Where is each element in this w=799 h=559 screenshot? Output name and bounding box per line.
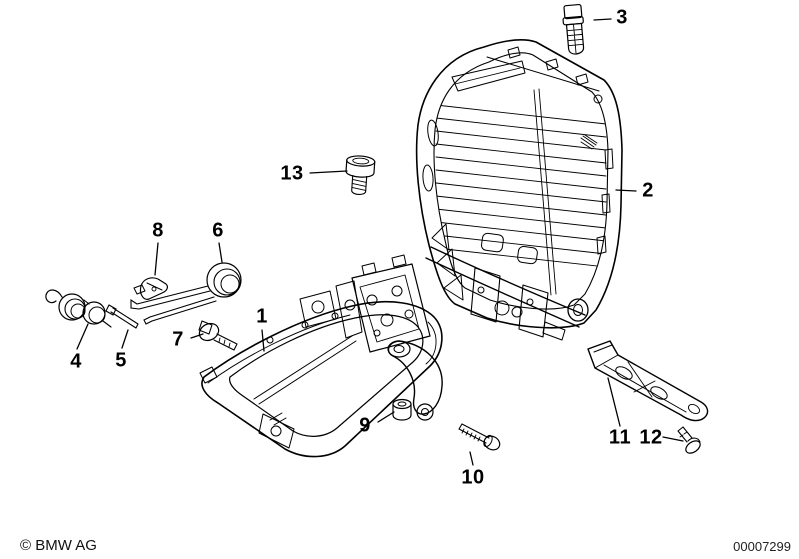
drawing-number: 00007299 — [733, 539, 791, 554]
spacer-bushing-part-9 — [392, 398, 412, 421]
callout-7: 7 — [172, 328, 184, 351]
screw-part-7 — [198, 320, 238, 351]
seat-frame-part-1 — [199, 254, 443, 458]
backrest-frame-part-2 — [415, 39, 623, 341]
headrest-guide-bolt-part-3 — [562, 3, 585, 55]
callout-13: 13 — [280, 162, 304, 185]
callout-2: 2 — [642, 179, 654, 202]
callout-10: 10 — [461, 466, 485, 489]
callout-4: 4 — [70, 350, 82, 373]
callout-8: 8 — [152, 219, 164, 242]
return-spring-part-4 — [45, 289, 112, 328]
screw-part-12 — [677, 426, 701, 454]
trim-lever-part-11 — [587, 340, 709, 422]
cap-screw-part-13 — [345, 155, 376, 196]
copyright-notice: © BMW AG — [20, 537, 97, 554]
callout-3: 3 — [616, 6, 628, 29]
retaining-clip-part-8 — [133, 277, 168, 300]
bolt-part-10 — [458, 423, 501, 451]
torsion-spring-part-6 — [130, 262, 242, 325]
callout-1: 1 — [256, 305, 268, 328]
pin-part-5 — [105, 304, 139, 329]
callout-5: 5 — [115, 349, 127, 372]
callout-6: 6 — [212, 219, 224, 242]
callout-12: 12 — [639, 426, 663, 449]
callout-leader-lines — [76, 18, 684, 466]
callout-11: 11 — [608, 426, 632, 449]
callout-9: 9 — [359, 414, 371, 437]
